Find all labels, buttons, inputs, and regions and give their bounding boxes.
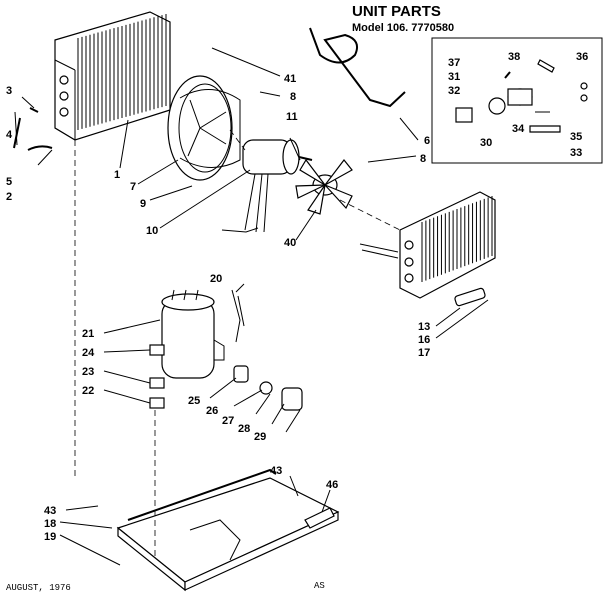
callout-28: 28 (238, 423, 250, 435)
callout-43-right: 43 (270, 465, 282, 477)
callout-38: 38 (508, 51, 520, 63)
callout-24: 24 (82, 347, 95, 359)
callout-8-top: 8 (290, 91, 296, 103)
callout-3: 3 (6, 85, 12, 97)
callout-35: 35 (570, 131, 582, 143)
footer-date: AUGUST, 1976 (6, 583, 71, 593)
evaporator-coil (359, 191, 496, 299)
compressor-mounts (149, 344, 165, 409)
leader-lines (21, 47, 489, 566)
callout-32: 32 (448, 85, 460, 97)
callout-36: 36 (576, 51, 588, 63)
footer-code: AS (314, 581, 325, 591)
callout-26: 26 (206, 405, 218, 417)
callout-13: 13 (418, 321, 430, 333)
callout-19: 19 (44, 531, 56, 543)
condenser-coil (54, 11, 171, 141)
thermostat-bulb (454, 287, 486, 307)
callout-34: 34 (512, 123, 525, 135)
compressor (161, 289, 225, 379)
model-number: Model 106. 7770580 (352, 22, 454, 34)
callout-43-left: 43 (44, 505, 56, 517)
callout-4: 4 (6, 129, 13, 141)
callout-18: 18 (44, 518, 56, 530)
callout-31: 31 (448, 71, 460, 83)
callout-9: 9 (140, 198, 146, 210)
inset-parts (455, 59, 588, 133)
wire-harness (231, 289, 245, 343)
callout-23: 23 (82, 366, 94, 378)
callout-8-right: 8 (420, 153, 426, 165)
callout-16: 16 (418, 334, 430, 346)
assembly-lines (74, 129, 401, 560)
relay-parts (233, 365, 303, 411)
callout-21: 21 (82, 328, 94, 340)
callout-11: 11 (286, 111, 298, 123)
callout-33: 33 (570, 147, 582, 159)
callout-1: 1 (114, 169, 120, 181)
callout-20: 20 (210, 273, 222, 285)
callout-6: 6 (424, 135, 430, 147)
inset-box (431, 37, 603, 164)
callout-5: 5 (6, 176, 12, 188)
callout-37: 37 (448, 57, 460, 69)
callout-2: 2 (6, 191, 12, 203)
callout-7: 7 (130, 181, 136, 193)
callout-labels: 3 4 5 2 1 7 9 10 41 8 11 6 8 40 37 31 32… (6, 51, 588, 543)
callout-41: 41 (284, 73, 296, 85)
callout-40: 40 (284, 237, 296, 249)
callout-46: 46 (326, 479, 338, 491)
drain-fitting (304, 507, 335, 529)
callout-17: 17 (418, 347, 430, 359)
fan-shroud (167, 75, 241, 181)
callout-22: 22 (82, 385, 94, 397)
fan-blade (295, 158, 353, 215)
callout-27: 27 (222, 415, 234, 427)
diagram-title: UNIT PARTS (352, 3, 441, 20)
callout-30: 30 (480, 137, 492, 149)
callout-25: 25 (188, 395, 200, 407)
left-small-parts (13, 107, 53, 166)
base-pan (116, 468, 340, 592)
refrigerant-tube (309, 27, 406, 108)
callout-10: 10 (146, 225, 158, 237)
callout-29: 29 (254, 431, 266, 443)
